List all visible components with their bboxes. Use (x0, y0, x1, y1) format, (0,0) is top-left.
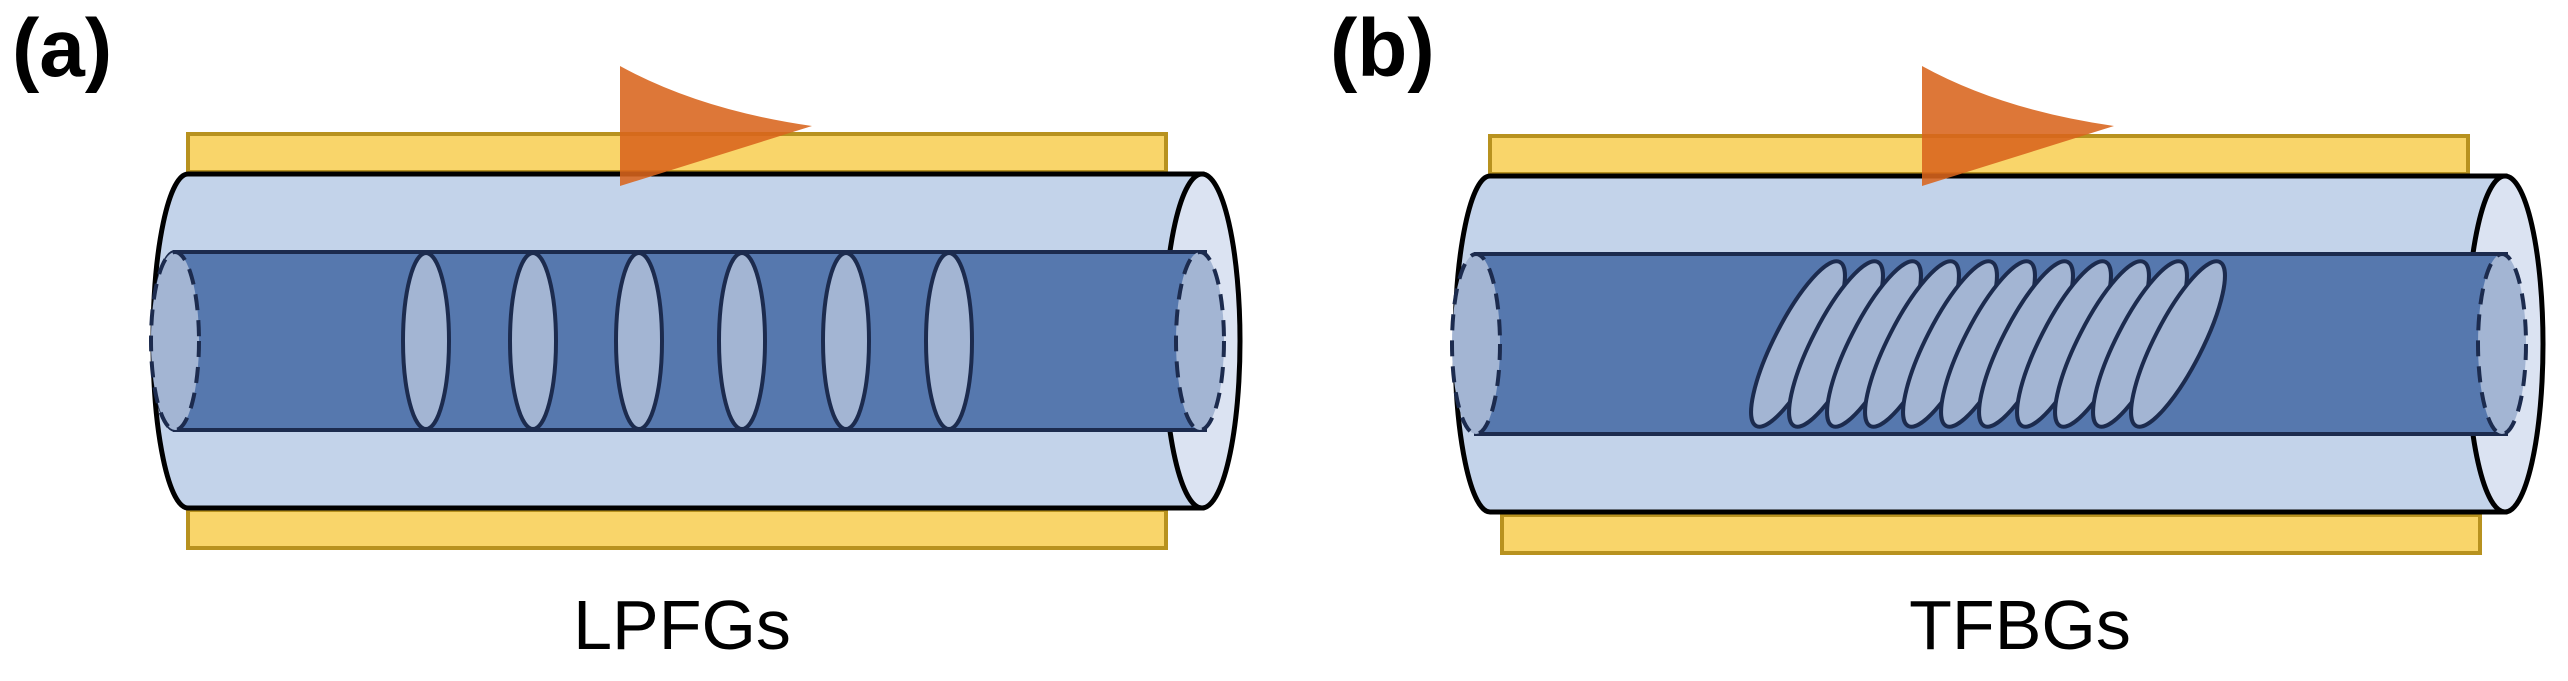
panel-a-grating (614, 251, 664, 431)
panel-a-grating (508, 251, 558, 431)
panel-a-core (173, 250, 1207, 432)
panel-b-core-right-face (2476, 252, 2528, 436)
panel-a-core-right-face (1174, 250, 1226, 432)
panel-a-grating (717, 251, 767, 431)
panel-b-caption: TFBGs (1909, 586, 2131, 664)
panel-a-propagation-arrow (620, 66, 812, 186)
panel-b-propagation-arrow (1922, 66, 2114, 186)
panel-b-label: (b) (1330, 3, 1435, 94)
panel-b-bottom-plate (1500, 513, 2482, 555)
panel-b-diagram (1450, 66, 2546, 555)
panel-b-grating (2129, 259, 2227, 429)
panel-a-grating (401, 251, 451, 431)
panel-a-grating (924, 251, 974, 431)
panel-a-core-left-face (149, 250, 201, 432)
panel-a-diagram (149, 66, 1243, 550)
panel-b-tilted-gratings (1749, 259, 2227, 429)
panel-a-grating (821, 251, 871, 431)
panel-b-core-left-face (1450, 252, 1502, 436)
panel-a-bottom-plate (186, 508, 1168, 550)
panel-a-caption: LPFGs (573, 586, 791, 664)
panel-a-label: (a) (12, 3, 113, 94)
